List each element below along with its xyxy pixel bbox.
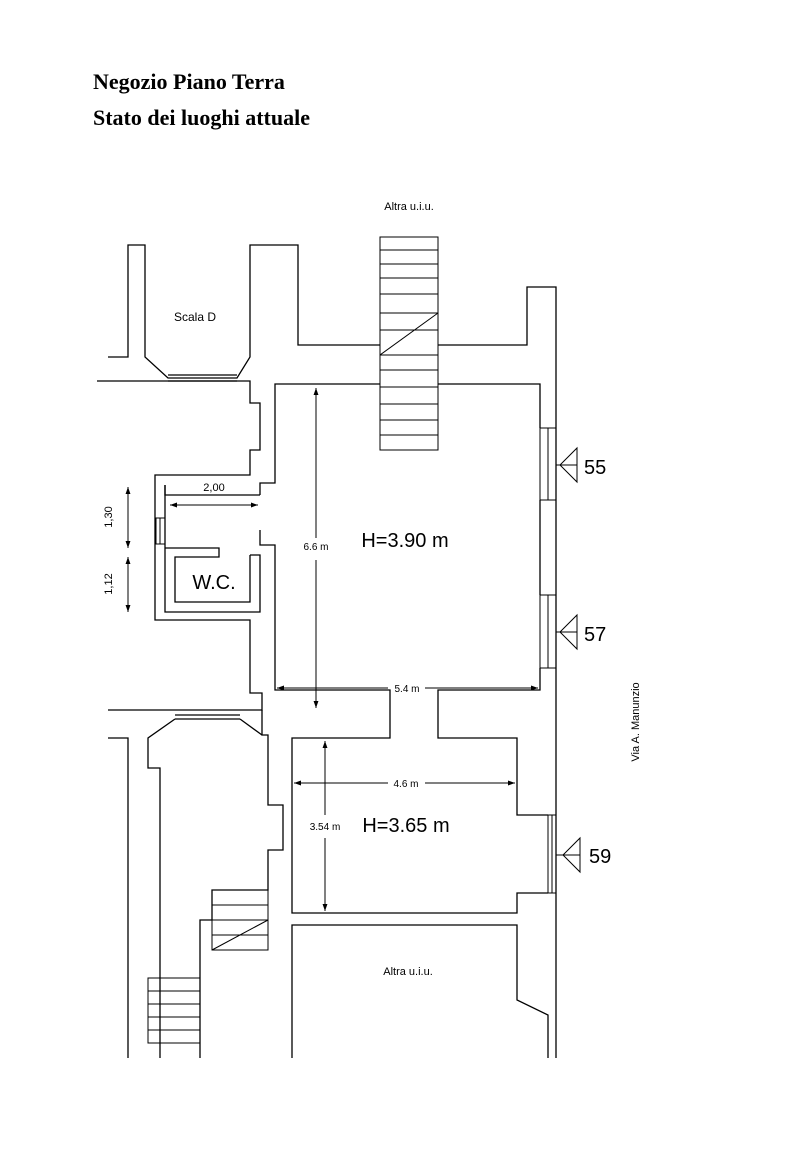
label-altra-top: Altra u.i.u. bbox=[384, 201, 434, 213]
wc-wall bbox=[164, 485, 261, 613]
plan-subtitle: Stato dei luoghi attuale bbox=[93, 105, 310, 130]
top-right-wall bbox=[438, 286, 557, 1058]
marker-57-triangle bbox=[559, 613, 578, 651]
dim-label-wc-width: 2,00 bbox=[203, 482, 224, 494]
plan-title: Negozio Piano Terra bbox=[93, 69, 285, 94]
label-wc: W.C. bbox=[192, 572, 235, 594]
corridor-wall bbox=[97, 380, 263, 711]
view-markers bbox=[556, 446, 581, 874]
label-altra-bottom: Altra u.i.u. bbox=[383, 966, 433, 978]
stairwell-wall bbox=[108, 244, 380, 379]
label-scala: Scala D bbox=[174, 310, 216, 324]
top-stairs bbox=[379, 236, 439, 451]
marker-57-label: 57 bbox=[584, 624, 606, 646]
label-main-height: H=3.90 m bbox=[361, 530, 448, 552]
marker-55-label: 55 bbox=[584, 457, 606, 479]
dim-label-back-width: 4.6 m bbox=[393, 779, 418, 790]
marker-59-triangle bbox=[562, 836, 581, 874]
main-room-wall bbox=[259, 383, 380, 495]
dim-label-wc-lower: 1,12 bbox=[103, 573, 115, 594]
label-street: Via A. Manunzio bbox=[630, 682, 642, 761]
lower-stairs bbox=[147, 889, 269, 1044]
dim-label-main-width: 5.4 m bbox=[394, 684, 419, 695]
dim-label-wc-upper: 1,30 bbox=[103, 506, 115, 527]
marker-55-triangle bbox=[559, 446, 578, 484]
lower-unit-wall bbox=[291, 924, 549, 1058]
lower-left-wall bbox=[108, 737, 129, 1058]
dim-label-back-depth: 3.54 m bbox=[310, 822, 341, 833]
label-back-height: H=3.65 m bbox=[362, 815, 449, 837]
marker-59-label: 59 bbox=[589, 846, 611, 868]
walls bbox=[97, 244, 557, 1058]
dim-label-main-depth: 6.6 m bbox=[303, 542, 328, 553]
dimension-lines bbox=[125, 388, 538, 911]
